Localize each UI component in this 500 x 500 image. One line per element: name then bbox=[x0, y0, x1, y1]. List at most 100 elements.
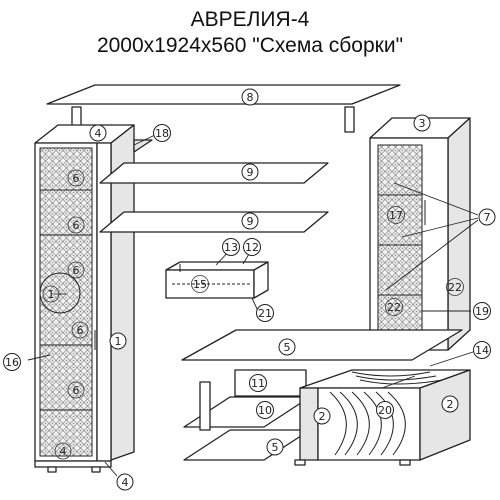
callout-circle bbox=[191, 275, 209, 293]
callout-label: 13 bbox=[224, 241, 238, 254]
part-callout-c9b: 9 bbox=[241, 212, 259, 230]
callout-label: 9 bbox=[247, 215, 254, 228]
callout-circle bbox=[116, 473, 134, 491]
callout-circle bbox=[413, 114, 431, 132]
callout-label: 16 bbox=[5, 356, 19, 369]
callout-label: 6 bbox=[73, 172, 80, 185]
part-callout-c19: 19 bbox=[473, 302, 491, 320]
wall-shelves bbox=[99, 139, 329, 233]
callout-label: 12 bbox=[245, 241, 259, 254]
callout-label: 20 bbox=[378, 404, 392, 417]
part-callout-c22b: 22 bbox=[385, 298, 403, 316]
callout-circle bbox=[446, 278, 464, 296]
callout-label: 15 bbox=[193, 278, 207, 291]
part-callout-c6d: 6 bbox=[71, 321, 89, 339]
callout-label: 9 bbox=[247, 166, 254, 179]
callout-label: 11 bbox=[251, 377, 265, 390]
callout-label: 21 bbox=[258, 307, 272, 320]
callout-circle bbox=[256, 304, 274, 322]
part-callout-c6b: 6 bbox=[67, 216, 85, 234]
callout-label: 7 bbox=[484, 211, 491, 224]
callout-circle bbox=[278, 338, 296, 356]
wood-grain-door bbox=[329, 371, 443, 456]
part-callout-c14: 14 bbox=[473, 341, 491, 359]
callout-circle bbox=[266, 438, 284, 456]
callout-circle bbox=[385, 298, 403, 316]
part-callout-c4a: 4 bbox=[89, 124, 107, 142]
callout-circle bbox=[441, 395, 459, 413]
callout-label: 6 bbox=[73, 384, 80, 397]
callout-label: 6 bbox=[73, 264, 80, 277]
callout-label: 5 bbox=[284, 341, 291, 354]
callout-circle bbox=[3, 353, 21, 371]
callout-circle bbox=[222, 238, 240, 256]
part-callout-c2a: 2 bbox=[313, 407, 331, 425]
callout-label: 4 bbox=[95, 127, 102, 140]
callout-circle bbox=[42, 285, 60, 303]
part-callout-c20: 20 bbox=[376, 401, 394, 419]
part-callout-c8: 8 bbox=[241, 88, 259, 106]
callout-label: 19 bbox=[475, 305, 489, 318]
hinge-outline bbox=[39, 272, 81, 314]
callout-circle bbox=[153, 124, 171, 142]
part-callout-c9a: 9 bbox=[241, 163, 259, 181]
callout-circle bbox=[241, 163, 259, 181]
callout-label: 1 bbox=[115, 335, 122, 348]
callout-circle bbox=[256, 401, 274, 419]
model-title: АВРЕЛИЯ-4 bbox=[190, 8, 310, 31]
callout-label: 22 bbox=[387, 301, 401, 314]
callout-circle bbox=[376, 401, 394, 419]
callout-circle bbox=[473, 341, 491, 359]
part-callout-c5a: 5 bbox=[278, 338, 296, 356]
part-callout-c17: 17 bbox=[387, 206, 405, 224]
part-callout-c6c: 6 bbox=[67, 261, 85, 279]
part-callout-c18: 18 bbox=[153, 124, 171, 142]
part-callout-c10: 10 bbox=[256, 401, 274, 419]
callout-label: 14 bbox=[475, 344, 489, 357]
callout-circle bbox=[89, 124, 107, 142]
right-tall-cabinet bbox=[369, 117, 471, 351]
callout-label: 4 bbox=[60, 445, 67, 458]
callout-circle bbox=[313, 407, 331, 425]
callout-label: 1 bbox=[48, 288, 55, 301]
callout-circle bbox=[478, 208, 496, 226]
part-callout-c21: 21 bbox=[256, 304, 274, 322]
dimensions-subtitle: 2000x1924x560 "Схема сборки" bbox=[96, 34, 404, 57]
callout-circle bbox=[71, 321, 89, 339]
top-shelf bbox=[46, 84, 401, 133]
callout-label: 6 bbox=[77, 324, 84, 337]
left-tall-cabinet bbox=[34, 124, 135, 473]
callout-label: 6 bbox=[73, 219, 80, 232]
part-callout-c12: 12 bbox=[243, 238, 261, 256]
callout-label: 4 bbox=[122, 476, 129, 489]
part-callout-c1b: 1 bbox=[109, 332, 127, 350]
part-callout-c4c: 4 bbox=[116, 473, 134, 491]
part-callout-c15: 15 bbox=[191, 275, 209, 293]
callout-circle bbox=[243, 238, 261, 256]
part-callout-c16: 16 bbox=[3, 353, 21, 371]
part-callout-c6e: 6 bbox=[67, 381, 85, 399]
part-callout-c4b: 4 bbox=[54, 442, 72, 460]
callout-circle bbox=[387, 206, 405, 224]
callout-label: 2 bbox=[319, 410, 326, 423]
callout-label: 17 bbox=[389, 209, 403, 222]
callout-circle bbox=[241, 212, 259, 230]
part-callout-c3: 3 bbox=[413, 114, 431, 132]
part-callout-c7: 7 bbox=[478, 208, 496, 226]
callout-circle bbox=[241, 88, 259, 106]
callout-label: 2 bbox=[447, 398, 454, 411]
part-callout-c22a: 22 bbox=[446, 278, 464, 296]
callout-circle bbox=[473, 302, 491, 320]
drawer bbox=[165, 261, 269, 299]
low-unit bbox=[181, 329, 471, 466]
callout-label: 10 bbox=[258, 404, 272, 417]
part-callout-c5b: 5 bbox=[266, 438, 284, 456]
callout-circle bbox=[67, 261, 85, 279]
callout-circle bbox=[67, 381, 85, 399]
callout-circle bbox=[54, 442, 72, 460]
callout-label: 18 bbox=[155, 127, 169, 140]
part-callout-c1a: 1 bbox=[42, 285, 60, 303]
callout-circle bbox=[67, 169, 85, 187]
part-callout-c6a: 6 bbox=[67, 169, 85, 187]
callout-circle bbox=[67, 216, 85, 234]
